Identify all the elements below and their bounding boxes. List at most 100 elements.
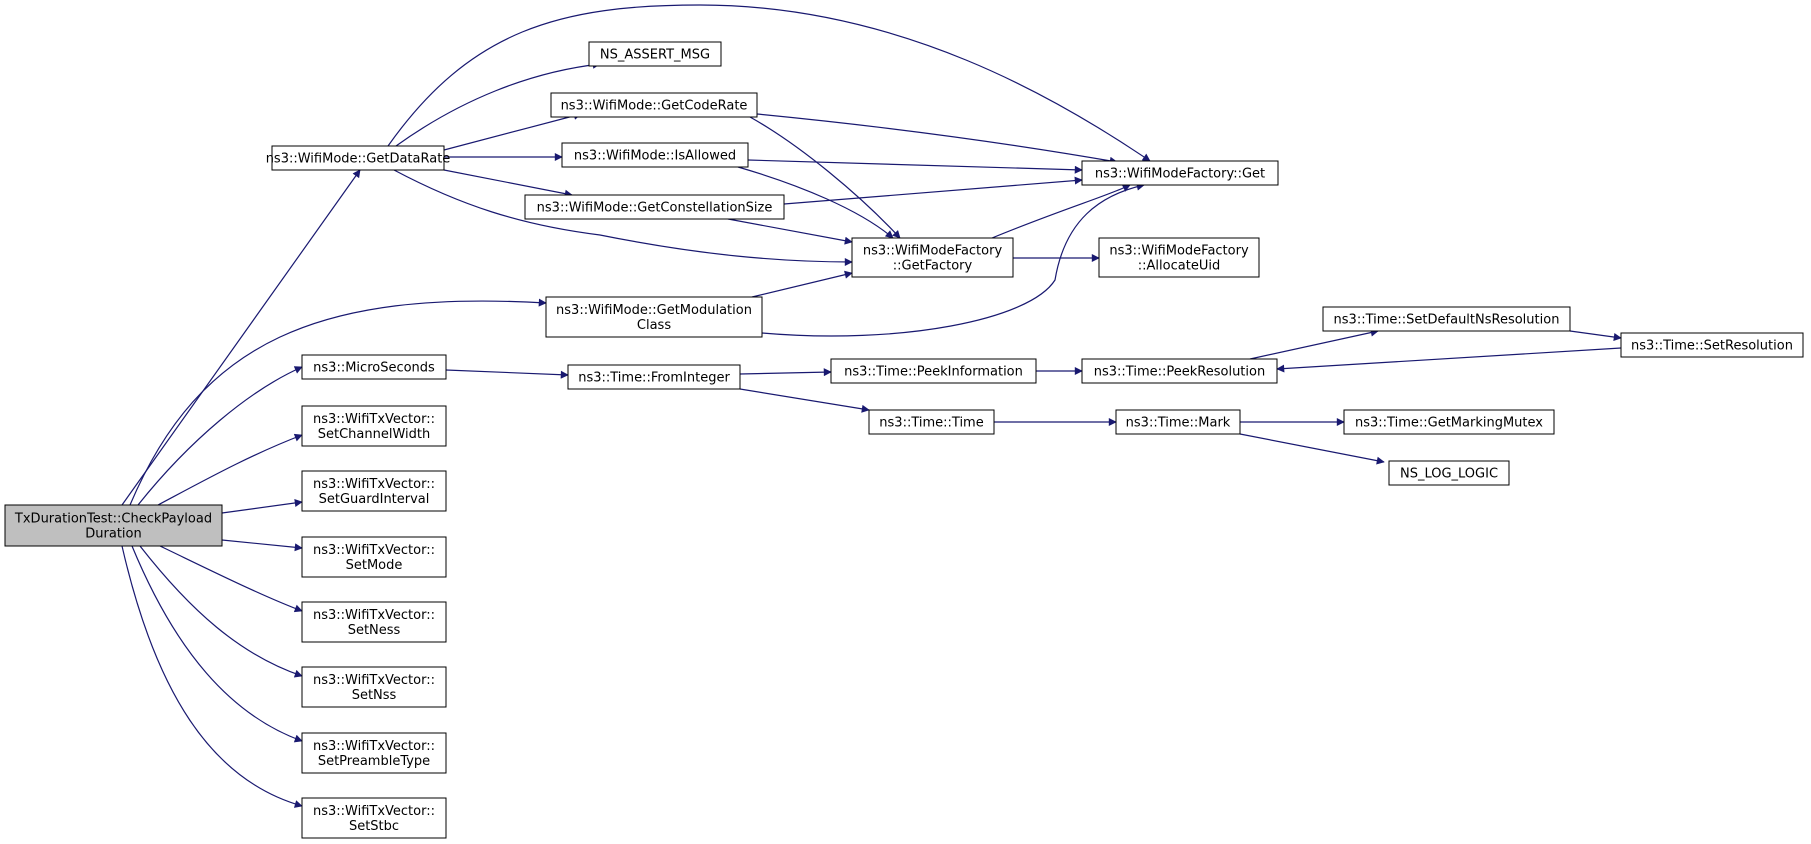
edge-root-to-setNss [139,545,303,678]
node-box [301,405,447,447]
node-box [1098,237,1260,278]
node-label: ns3::WifiTxVector:: [313,477,435,492]
node-box [301,732,447,774]
node-getMarkingMutex[interactable]: ns3::Time::GetMarkingMutex [1343,409,1555,435]
edge-root-to-setNess [159,545,303,613]
node-label: ns3::Time::PeekInformation [844,365,1023,380]
node-box [4,504,223,547]
node-label: TxDurationTest::CheckPayload [14,512,212,527]
edge-root-to-getDataRate [121,169,361,506]
edge-root-to-microSeconds [137,366,303,506]
node-allocateUid[interactable]: ns3::WifiModeFactory::AllocateUid [1098,237,1260,278]
node-label: ns3::WifiMode::GetModulation [556,303,752,318]
node-label: SetNess [348,623,401,638]
node-box [1388,460,1510,486]
node-box [301,601,447,643]
node-label: NS_ASSERT_MSG [600,48,710,63]
node-getFactory[interactable]: ns3::WifiModeFactory::GetFactory [851,237,1014,278]
node-peekResolution[interactable]: ns3::Time::PeekResolution [1081,358,1278,384]
node-setMode[interactable]: ns3::WifiTxVector::SetMode [301,536,447,578]
node-label: ns3::WifiModeFactory::Get [1095,167,1265,182]
node-label: ns3::WifiTxVector:: [313,543,435,558]
node-setPreambleType[interactable]: ns3::WifiTxVector::SetPreambleType [301,732,447,774]
node-peekInformation[interactable]: ns3::Time::PeekInformation [830,358,1037,384]
node-label: SetChannelWidth [318,427,431,442]
node-box [830,358,1037,384]
node-factoryGet[interactable]: ns3::WifiModeFactory::Get [1081,160,1279,186]
node-label: ns3::Time::SetResolution [1631,339,1793,354]
node-timeTime[interactable]: ns3::Time::Time [868,409,995,435]
node-label: SetPreambleType [318,754,430,769]
node-label: ns3::WifiMode::GetConstellationSize [537,201,773,216]
node-label: ns3::WifiTxVector:: [313,673,435,688]
node-box [561,142,749,168]
node-label: Class [637,318,671,333]
edge-microSeconds-to-fromInteger [445,369,569,379]
node-microSeconds[interactable]: ns3::MicroSeconds [301,354,447,380]
node-box [301,470,447,512]
edge-getDataRate-to-getFactory [393,169,853,266]
edge-getConstellationSize-to-factoryGet [783,176,1083,205]
node-box [868,409,995,435]
edge-setResolution-to-peekResolution [1276,347,1622,373]
edge-fromInteger-to-peekInformation [739,368,832,377]
node-box [550,92,758,118]
node-label: SetMode [346,558,403,573]
node-label: SetStbc [349,819,399,834]
node-label: ns3::Time::Mark [1126,416,1231,431]
edge-isAllowed-to-factoryGet [747,159,1083,174]
edge-getCodeRate-to-getFactory [749,116,901,239]
node-box [1115,409,1241,435]
node-box [567,364,741,390]
node-box [545,296,763,338]
node-label: SetNss [352,688,397,703]
node-fromInteger[interactable]: ns3::Time::FromInteger [567,364,741,390]
node-box [271,145,445,171]
node-box [301,666,447,708]
edge-root-to-setChannelWidth [157,433,303,506]
node-label: ns3::WifiTxVector:: [313,412,435,427]
node-label: ns3::Time::SetDefaultNsResolution [1334,313,1560,328]
node-label: Duration [85,527,141,542]
node-label: ns3::Time::PeekResolution [1094,365,1265,380]
graph-edges [121,4,1622,808]
node-box [1620,332,1804,358]
node-box [1081,358,1278,384]
node-setGuardInterval[interactable]: ns3::WifiTxVector::SetGuardInterval [301,470,447,512]
node-label: ns3::WifiTxVector:: [313,608,435,623]
node-label: ns3::WifiMode::IsAllowed [574,149,736,164]
edge-root-to-setGuardInterval [221,499,303,514]
node-box [301,354,447,380]
node-setNss[interactable]: ns3::WifiTxVector::SetNss [301,666,447,708]
edge-isAllowed-to-getFactory [737,166,894,239]
edge-fromInteger-to-timeTime [739,388,870,413]
node-label: ns3::WifiTxVector:: [313,804,435,819]
node-box [524,194,785,220]
node-nsAssertMsg[interactable]: NS_ASSERT_MSG [588,41,722,67]
node-getDataRate[interactable]: ns3::WifiMode::GetDataRate [266,145,451,171]
edge-root-to-setPreambleType [131,545,303,743]
node-getCodeRate[interactable]: ns3::WifiMode::GetCodeRate [550,92,758,118]
edge-getModulationClass-to-factoryGet [761,182,1145,337]
node-box [1343,409,1555,435]
node-box [851,237,1014,278]
node-label: ns3::WifiMode::GetCodeRate [561,99,748,114]
node-label: NS_LOG_LOGIC [1400,467,1498,482]
node-label: ns3::Time::Time [879,416,983,431]
node-setDefaultNsResolution[interactable]: ns3::Time::SetDefaultNsResolution [1322,306,1571,332]
node-box [301,797,447,839]
node-setResolution[interactable]: ns3::Time::SetResolution [1620,332,1804,358]
node-label: ns3::WifiTxVector:: [313,739,435,754]
node-nsLogLogic[interactable]: NS_LOG_LOGIC [1388,460,1510,486]
node-label: ns3::WifiModeFactory [1109,244,1249,259]
node-box [1081,160,1279,186]
node-getConstellationSize[interactable]: ns3::WifiMode::GetConstellationSize [524,194,785,220]
edge-getConstellationSize-to-getFactory [727,218,853,245]
node-setChannelWidth[interactable]: ns3::WifiTxVector::SetChannelWidth [301,405,447,447]
node-timeMark[interactable]: ns3::Time::Mark [1115,409,1241,435]
node-setNess[interactable]: ns3::WifiTxVector::SetNess [301,601,447,643]
node-isAllowed[interactable]: ns3::WifiMode::IsAllowed [561,142,749,168]
node-setStbc[interactable]: ns3::WifiTxVector::SetStbc [301,797,447,839]
